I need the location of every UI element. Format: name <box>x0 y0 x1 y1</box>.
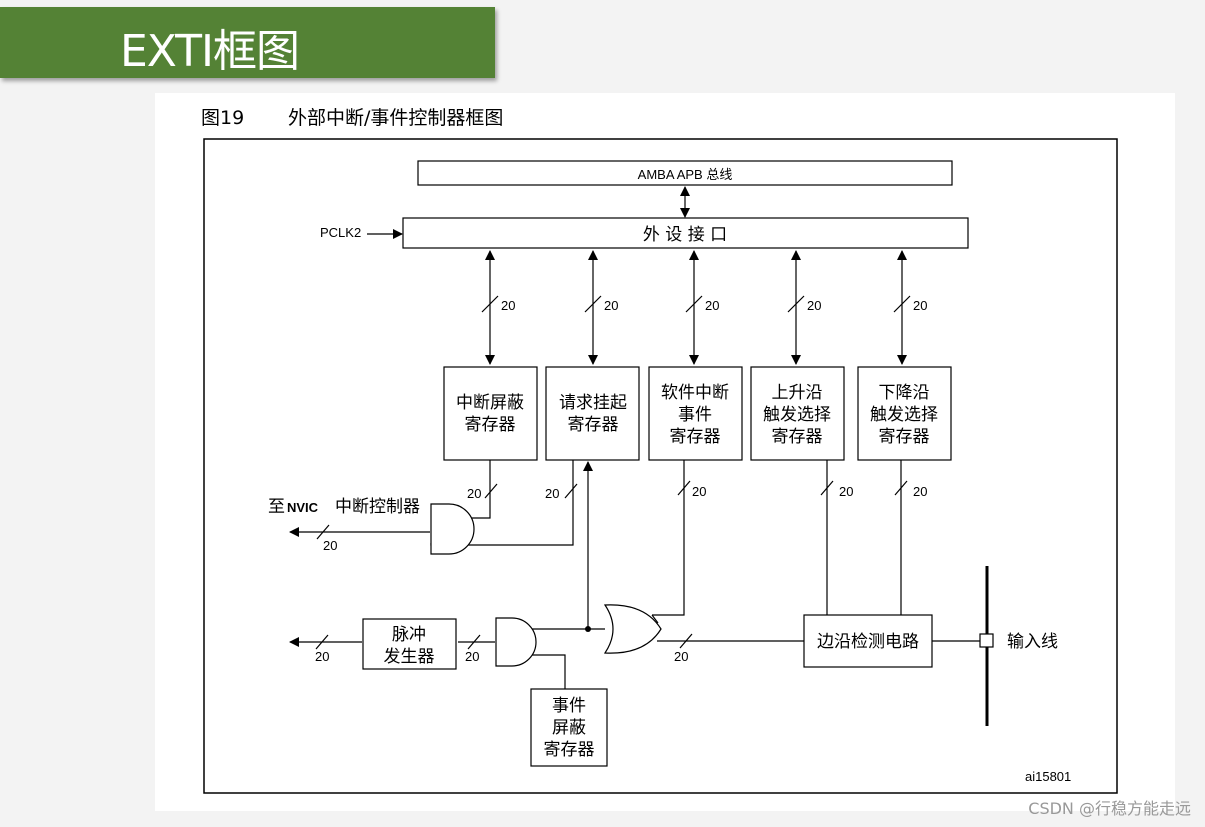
pulse-generator-label-1: 脉冲 <box>392 625 426 645</box>
bus-width-label: 20 <box>913 484 927 499</box>
pclk2-label: PCLK2 <box>320 225 361 240</box>
edge-detect-label: 边沿检测电路 <box>817 632 919 652</box>
input-pin <box>979 633 994 648</box>
peripheral-interface <box>402 217 969 249</box>
slide-title: EXTI框图 <box>120 26 300 77</box>
diagram-frame <box>203 138 1118 794</box>
interrupt-mask-label-2: 寄存器 <box>465 415 516 435</box>
nvic-and-gate <box>430 503 475 555</box>
rising-label-3: 寄存器 <box>772 427 823 447</box>
pulse-generator-label-2: 发生器 <box>384 647 435 667</box>
bus-width-label: 20 <box>501 298 515 313</box>
swier-label-2: 事件 <box>678 405 712 425</box>
exti-block-diagram: 图19 外部中断/事件控制器框图 AMBA APB 总线 外 设 接 口 PCL… <box>201 107 1118 794</box>
amba-apb-label: AMBA APB 总线 <box>638 167 733 182</box>
rising-label-1: 上升沿 <box>772 383 823 403</box>
nvic-prefix: 至 <box>268 497 285 517</box>
pending-label-1: 请求挂起 <box>559 393 627 413</box>
bus-width-label: 20 <box>323 538 337 553</box>
bus-width-label: 20 <box>692 484 706 499</box>
event-mask-label-2: 屏蔽 <box>552 718 586 738</box>
figure-number: 图19 <box>201 107 244 129</box>
falling-label-2: 触发选择 <box>870 405 938 425</box>
peripheral-interface-label: 外 设 接 口 <box>643 225 727 245</box>
bus-width-label: 20 <box>807 298 821 313</box>
falling-trigger-register <box>857 366 952 461</box>
event-mask-label-3: 寄存器 <box>544 740 595 760</box>
rising-trigger-register <box>750 366 845 461</box>
bus-width-label: 20 <box>705 298 719 313</box>
bus-width-label: 20 <box>913 298 927 313</box>
software-interrupt-event-register <box>648 366 743 461</box>
falling-label-3: 寄存器 <box>879 427 930 447</box>
rising-label-2: 触发选择 <box>763 405 831 425</box>
bus-width-label: 20 <box>604 298 618 313</box>
figure-title: 外部中断/事件控制器框图 <box>288 107 503 129</box>
nvic-suffix: 中断控制器 <box>335 497 420 517</box>
event-and-gate <box>495 617 537 667</box>
amba-apb-bus <box>417 160 953 186</box>
swier-label-3: 寄存器 <box>670 427 721 447</box>
falling-label-1: 下降沿 <box>879 383 930 403</box>
or-gate-input-stub <box>651 614 659 624</box>
figure-panel: 图19 外部中断/事件控制器框图 AMBA APB 总线 外 设 接 口 PCL… <box>155 93 1175 811</box>
bus-width-label: 20 <box>839 484 853 499</box>
edge-detect-circuit <box>803 614 933 668</box>
interrupt-mask-label-1: 中断屏蔽 <box>456 393 524 413</box>
watermark: CSDN @行稳方能走远 <box>1028 799 1191 818</box>
bus-width-label: 20 <box>545 486 559 501</box>
or-gate <box>603 604 662 654</box>
pulse-generator <box>362 618 457 670</box>
pending-request-register <box>545 366 640 461</box>
pending-label-2: 寄存器 <box>568 415 619 435</box>
bus-width-label: 20 <box>315 649 329 664</box>
bus-width-label: 20 <box>465 649 479 664</box>
event-mask-label-1: 事件 <box>552 696 586 716</box>
interrupt-mask-register <box>443 366 538 461</box>
figure-id: ai15801 <box>1025 769 1071 784</box>
event-mask-register <box>530 688 608 767</box>
junction-dot <box>585 626 591 632</box>
input-line-label: 输入线 <box>1007 632 1058 652</box>
swier-label-1: 软件中断 <box>661 383 729 403</box>
bus-width-label: 20 <box>467 486 481 501</box>
slide-title-banner: EXTI框图 <box>0 7 495 78</box>
bus-width-label: 20 <box>674 649 688 664</box>
nvic-bold: NVIC <box>287 500 319 515</box>
